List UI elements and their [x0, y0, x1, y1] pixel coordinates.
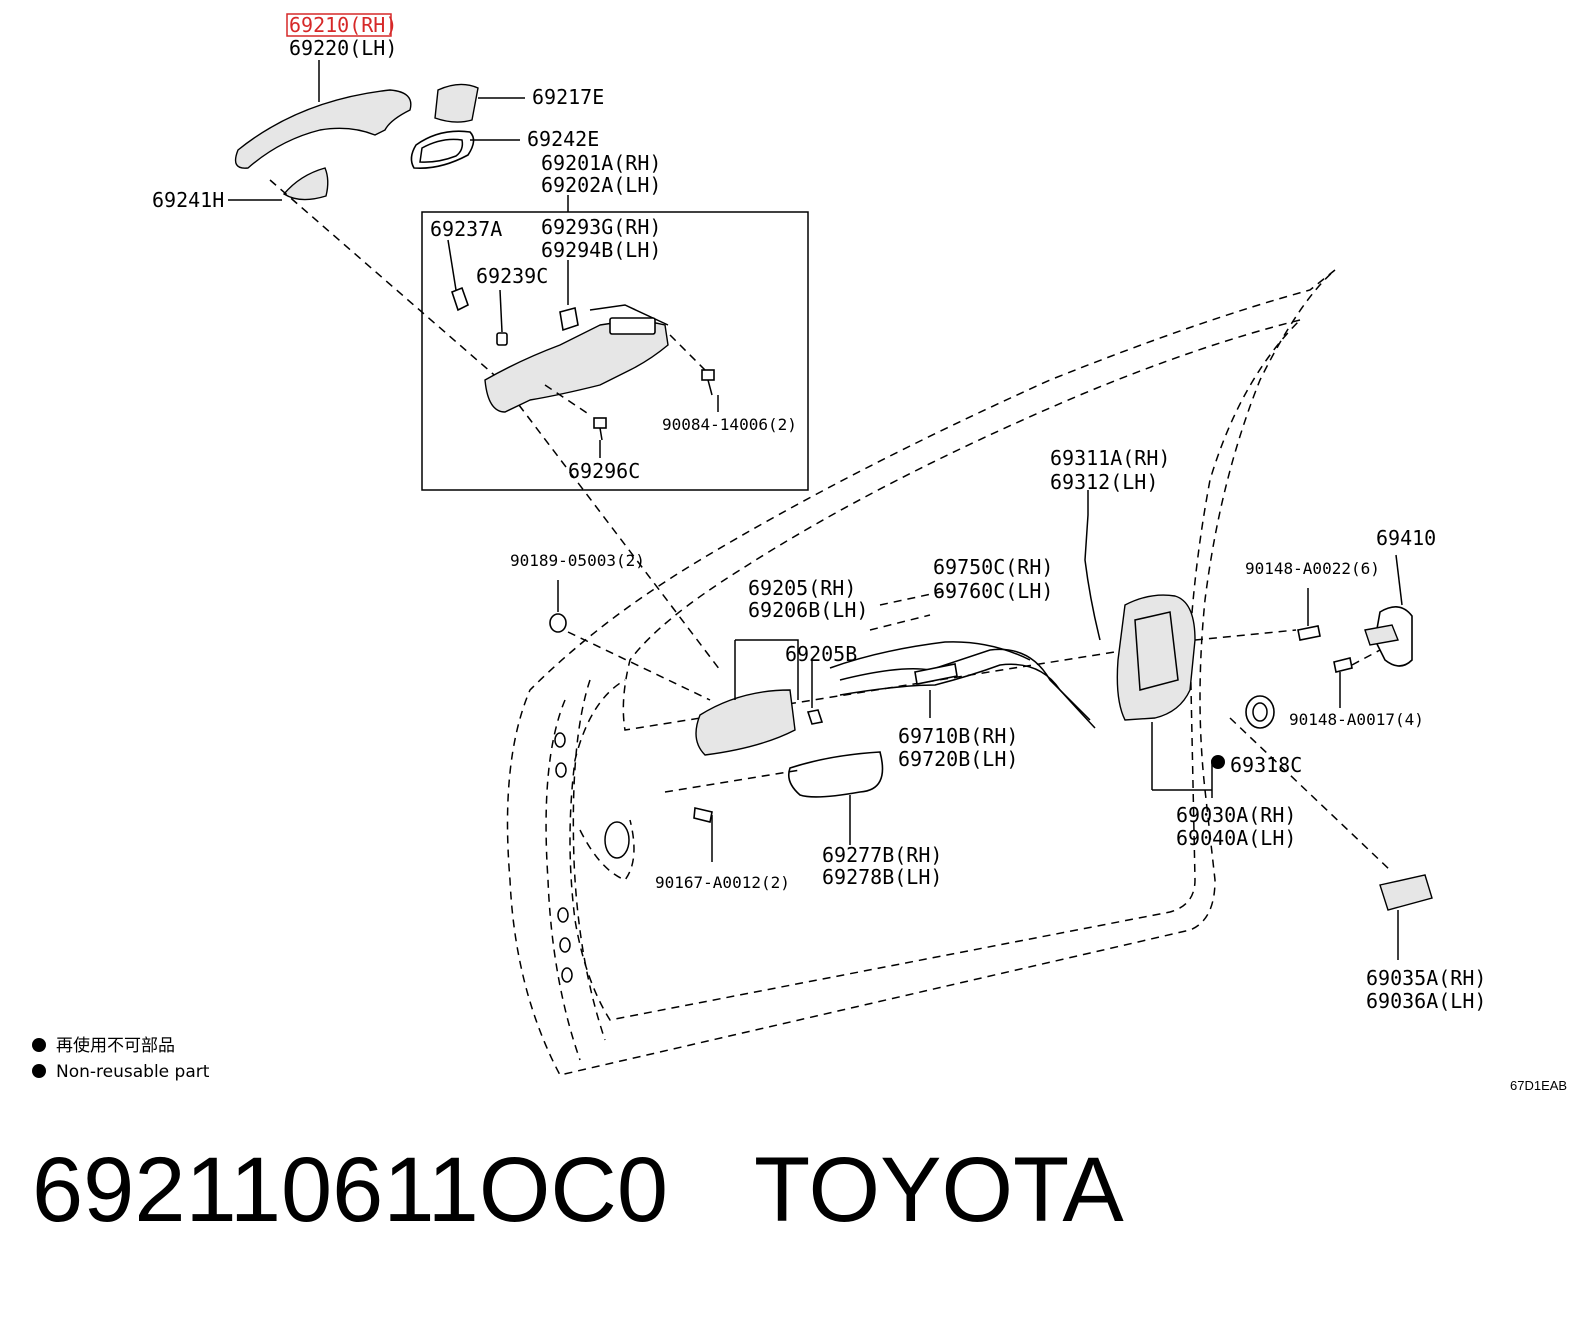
label-69278B: 69278B(LH): [822, 865, 942, 889]
label-90148-A0017: 90148-A0017(4): [1289, 710, 1424, 729]
label-90084: 90084-14006(2): [662, 415, 797, 434]
label-69241H: 69241H: [152, 188, 224, 212]
handle-clip: [806, 709, 824, 725]
label-69311A: 69311A(RH): [1050, 446, 1170, 470]
screw-90167: [693, 807, 713, 862]
label-69410: 69410: [1376, 526, 1436, 550]
lock-cover: [1379, 874, 1433, 911]
handle-bezel: [787, 751, 884, 798]
label-69210: 69210(RH): [289, 13, 397, 37]
label-69296C: 69296C: [568, 459, 640, 483]
lock-rod: [1084, 514, 1101, 641]
label-69760C: 69760C(LH): [933, 579, 1053, 603]
callout-labels: 69210(RH) 69220(LH) 69217E 69242E 69201A…: [152, 13, 1486, 1013]
label-90148-A0022: 90148-A0022(6): [1245, 559, 1380, 578]
label-69750C: 69750C(RH): [933, 555, 1053, 579]
label-69237A: 69237A: [430, 217, 502, 241]
footer: 692110611OC0 TOYOTA: [32, 1130, 1572, 1250]
label-69312: 69312(LH): [1050, 470, 1158, 494]
lock-group: [1084, 490, 1433, 960]
highlight-box: [286, 13, 392, 37]
grommet: [549, 613, 567, 633]
label-69710B: 69710B(RH): [898, 724, 1018, 748]
legend: 再使用不可部品 Non-reusable part: [32, 1035, 210, 1082]
label-69318C: 69318C: [1230, 753, 1302, 777]
outside-handle-group: [228, 60, 809, 671]
label-69294B: 69294B(LH): [541, 238, 661, 262]
screw-69296C: [593, 417, 607, 441]
label-69205B: 69205B: [785, 642, 857, 666]
handle-cap: [434, 83, 479, 123]
clip: [451, 286, 469, 312]
parts-diagram: 69210(RH) 69220(LH) 69217E 69242E 69201A…: [32, 13, 1567, 1093]
label-69030A: 69030A(RH): [1176, 803, 1296, 827]
bolt-90148-A0022: [1297, 588, 1321, 641]
handle-pad: [282, 167, 329, 201]
handle-frame: [484, 320, 669, 413]
illustration-code: 67D1EAB: [1510, 1078, 1567, 1093]
label-69036A: 69036A(LH): [1366, 989, 1486, 1013]
label-69277B: 69277B(RH): [822, 843, 942, 867]
door-lock: [1116, 594, 1196, 721]
part-number: 692110611OC0: [32, 1139, 669, 1241]
nut: [496, 332, 508, 346]
lock-cylinder: [559, 307, 579, 332]
label-69035A: 69035A(RH): [1366, 966, 1486, 990]
door-shell: [506, 269, 1336, 1076]
label-69201A: 69201A(RH): [541, 151, 661, 175]
inside-handle-group: [549, 580, 1096, 862]
legend-dot-icon: [32, 1038, 46, 1052]
label-69293G: 69293G(RH): [541, 215, 661, 239]
label-69239C: 69239C: [476, 264, 548, 288]
label-69220: 69220(LH): [289, 36, 397, 60]
brand-name: TOYOTA: [754, 1139, 1124, 1241]
handle-gasket: [410, 130, 475, 170]
washer: [1245, 695, 1275, 729]
inside-cable: [839, 648, 1091, 721]
label-69720B: 69720B(LH): [898, 747, 1018, 771]
legend-en: Non-reusable part: [56, 1062, 210, 1082]
label-69205: 69205(RH): [748, 576, 856, 600]
legend-jp: 再使用不可部品: [56, 1035, 175, 1056]
label-69040A: 69040A(LH): [1176, 826, 1296, 850]
label-69206B: 69206B(LH): [748, 598, 868, 622]
inside-handle: [695, 689, 796, 756]
label-69217E: 69217E: [532, 85, 604, 109]
legend-dot-icon: [32, 1064, 46, 1078]
bolt-90148-A0017: [1333, 657, 1353, 708]
label-90167: 90167-A0012(2): [655, 873, 790, 892]
label-69202A: 69202A(LH): [541, 173, 661, 197]
non-reusable-dot: [1211, 755, 1225, 769]
label-69242E: 69242E: [527, 127, 599, 151]
label-90189: 90189-05003(2): [510, 551, 645, 570]
outside-handle: [234, 89, 412, 169]
bolt-90084: [701, 369, 715, 396]
